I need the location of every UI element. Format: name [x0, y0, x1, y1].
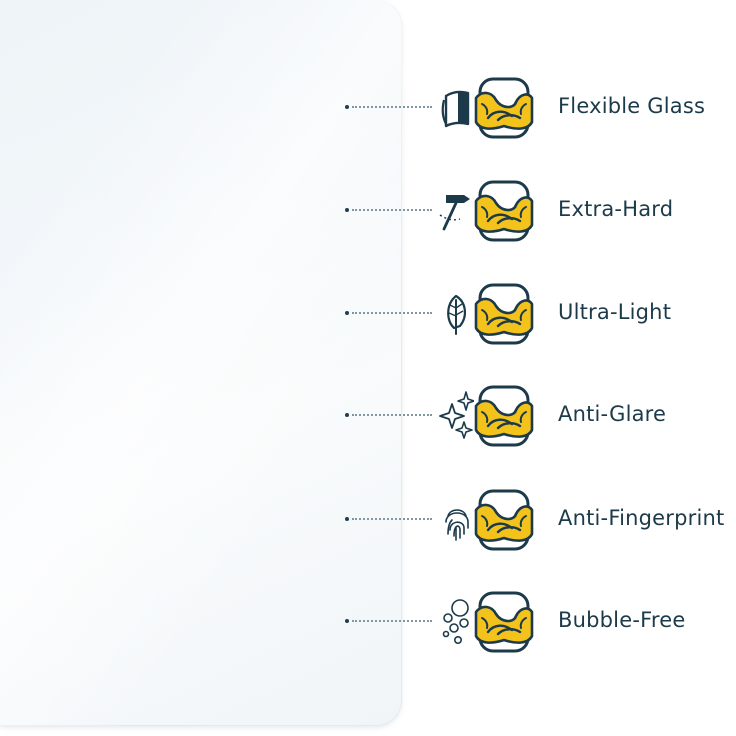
- leader-line: [352, 106, 432, 108]
- screen-protector-panel: [0, 0, 402, 726]
- flexible-glass-icon: [441, 90, 470, 128]
- feature-row-bubble-free: Bubble-Free: [0, 586, 736, 656]
- feature-label: Bubble-Free: [558, 608, 686, 632]
- fingerprint-icon: [445, 509, 469, 541]
- leader-dot: [345, 105, 349, 109]
- feature-row-anti-fingerprint: Anti-Fingerprint: [0, 484, 736, 554]
- leader-dot: [345, 517, 349, 521]
- leader-line: [352, 414, 432, 416]
- sparkle-icon: [439, 391, 474, 439]
- hammer-icon: [439, 195, 470, 231]
- feature-label: Flexible Glass: [558, 94, 706, 118]
- bubbles-icon: [442, 599, 469, 644]
- flexed-arms-icon: [472, 590, 536, 654]
- feature-icon: [447, 294, 466, 335]
- flexed-arms-icon: [472, 282, 536, 346]
- feature-row-flexible-glass: Flexible Glass: [0, 72, 736, 142]
- leader-line: [352, 620, 432, 622]
- feature-label: Anti-Glare: [558, 402, 667, 426]
- flexed-arms-icon: [472, 76, 536, 140]
- feature-label: Ultra-Light: [558, 300, 672, 324]
- leader-line: [352, 312, 432, 314]
- feature-row-extra-hard: Extra-Hard: [0, 175, 736, 245]
- feature-label: Anti-Fingerprint: [558, 506, 725, 530]
- leader-dot: [345, 619, 349, 623]
- leader-dot: [345, 311, 349, 315]
- feature-label: Extra-Hard: [558, 197, 674, 221]
- flexed-arms-icon: [472, 384, 536, 448]
- leader-dot: [345, 208, 349, 212]
- flexed-arms-icon: [472, 488, 536, 552]
- flexed-arms-icon: [472, 179, 536, 243]
- feature-row-ultra-light: Ultra-Light: [0, 278, 736, 348]
- leader-line: [352, 209, 432, 211]
- leader-line: [352, 518, 432, 520]
- feature-row-anti-glare: Anti-Glare: [0, 380, 736, 450]
- leader-dot: [345, 413, 349, 417]
